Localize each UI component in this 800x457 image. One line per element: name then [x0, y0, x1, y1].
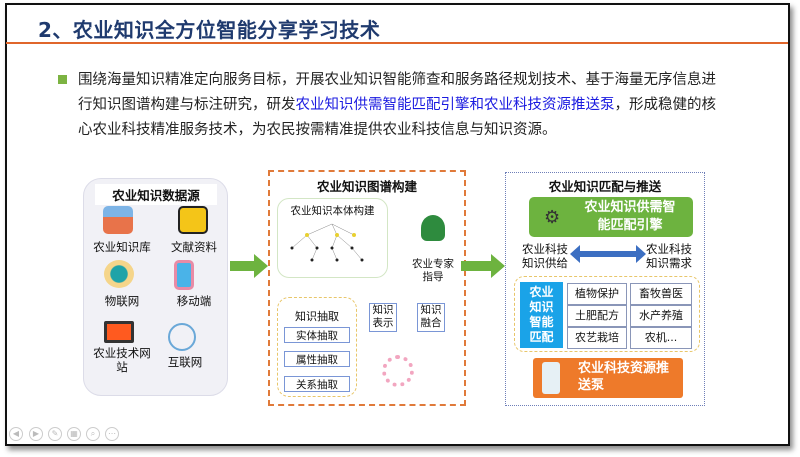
match-title: 农业知识匹配与推送	[548, 179, 662, 194]
category-cell: 土肥配方	[567, 305, 627, 327]
books-icon	[103, 206, 133, 234]
graph-circle-icon	[382, 355, 414, 387]
extract-box	[277, 297, 357, 397]
ontology-label: 农业知识本体构建	[290, 205, 375, 217]
mobile-icon	[174, 260, 194, 290]
bidirectional-arrow-icon	[578, 251, 636, 257]
ontology-tree-icon	[290, 223, 364, 262]
source-label: 互联网	[167, 355, 203, 369]
monitor-icon	[104, 321, 134, 343]
expert-icon	[421, 215, 445, 241]
flow-arrow	[230, 254, 268, 278]
pen-tool-button[interactable]: ✎	[48, 427, 62, 441]
category-cell: 植物保护	[567, 283, 627, 305]
para-text-end: ，形成稳健的核心农业科技精准服务技术，为农民按需精准提供农业科技信息与知识资源。	[78, 97, 716, 138]
ontology-box	[277, 198, 388, 278]
engine-label: 农业知识供需智能匹配引擎	[584, 200, 676, 233]
previous-slide-button[interactable]: ◀	[9, 427, 23, 441]
category-cell: 水产养殖	[630, 305, 692, 327]
expert-label: 农业专家指导	[412, 258, 454, 283]
pump-label: 农业科技资源推送泵	[578, 361, 670, 393]
iot-icon	[104, 260, 134, 288]
para-highlight: 农业知识供需智能匹配引擎和农业科技资源推送泵	[295, 97, 615, 113]
paragraph: 围绕海量知识精准定向服务目标，开展农业知识智能筛查和服务路径规划技术、基于海量无…	[78, 68, 728, 143]
category-cell: 农机...	[630, 327, 692, 349]
smart-match-label: 农业知识智能匹配	[520, 282, 563, 348]
phone-chat-icon	[542, 362, 560, 394]
arrow-head-right	[636, 245, 646, 263]
source-label: 文献资料	[171, 240, 217, 254]
category-cell: 畜牧兽医	[630, 283, 692, 305]
network-icon	[168, 323, 196, 351]
repr-box: 知识表示	[369, 303, 397, 332]
demand-label: 农业科技知识需求	[646, 242, 692, 270]
source-label: 物联网	[104, 294, 140, 308]
next-slide-button[interactable]: ▶	[29, 427, 43, 441]
extract-item: 属性抽取	[284, 351, 350, 367]
para-text: 围绕海量知识精准定向服务目标，开展农业知识智能筛查和服务路径规划技术、基于海量无…	[78, 72, 716, 113]
extract-item: 关系抽取	[284, 376, 350, 392]
category-cell: 农艺栽培	[567, 327, 627, 349]
supply-label: 农业科技知识供给	[522, 242, 568, 270]
zoom-button[interactable]: ⌕	[86, 427, 100, 441]
source-label: 农业技术网站	[93, 346, 151, 374]
graph-title: 农业知识图谱构建	[316, 179, 417, 194]
slide-title: 2、农业知识全方位智能分享学习技术	[38, 18, 381, 42]
arrow-head-left	[570, 245, 580, 263]
extract-label: 知识抽取	[295, 310, 339, 323]
bullet-icon	[58, 75, 67, 84]
more-options-button[interactable]: ⋯	[105, 427, 119, 441]
sources-title: 农业知识数据源	[95, 184, 217, 205]
knowledge-graph-panel	[268, 170, 466, 406]
gears-icon: ⚙	[544, 207, 561, 228]
source-label: 移动端	[176, 294, 212, 308]
document-icon	[178, 206, 208, 234]
fusion-box: 知识融合	[417, 303, 445, 332]
matching-box	[514, 276, 700, 352]
flow-arrow	[461, 254, 505, 278]
title-divider	[6, 42, 788, 44]
match-engine-button	[529, 197, 693, 237]
extract-item: 实体抽取	[284, 327, 350, 343]
match-push-panel	[505, 172, 705, 406]
all-slides-button[interactable]: ▦	[67, 427, 81, 441]
source-label: 农业知识库	[93, 240, 151, 254]
